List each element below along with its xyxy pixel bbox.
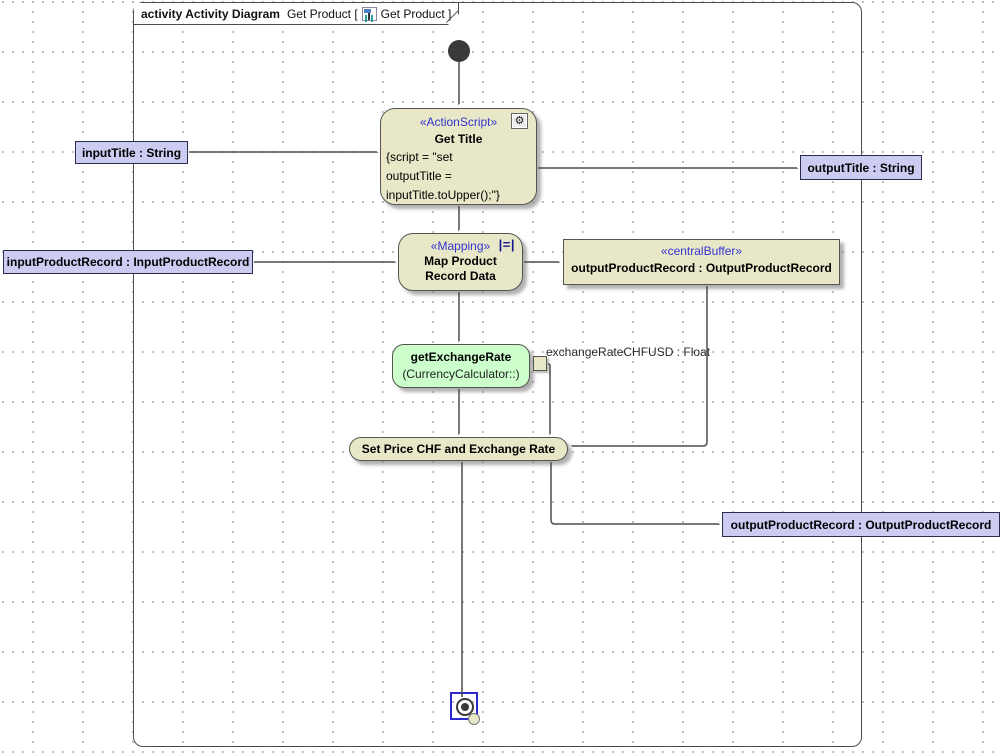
smart-manipulator-badge[interactable] [468,713,480,725]
action-name: getExchangeRate [410,350,512,364]
action-name: Get Title [434,132,483,146]
frame-keyword: activity Activity Diagram [141,6,280,21]
gear-icon: ⚙ [511,113,528,129]
diagram-title-tab[interactable]: activity Activity Diagram Get Product [ … [134,3,459,25]
mapping-icon: |=| [498,237,515,252]
script-text-line: inputTitle.toUpper();"} [386,188,500,202]
action-name: Set Price CHF and Exchange Rate [361,442,556,456]
action-qualifier: (CurrencyCalculator::) [402,367,520,381]
output-pin[interactable] [533,356,547,371]
parameter-input-product-record[interactable]: inputProductRecord : InputProductRecord [3,250,253,274]
stereotype-label: «ActionScript» [419,115,498,129]
final-node-dot [461,703,469,711]
initial-node[interactable] [448,40,470,62]
diagram-ref-name: Get Product ] [380,6,452,21]
activity-diagram-icon [362,7,377,21]
parameter-output-product-record[interactable]: outputProductRecord : OutputProductRecor… [722,512,1000,537]
selection-box[interactable] [450,692,480,725]
central-buffer-output-product-record[interactable]: «centralBuffer» outputProductRecord : Ou… [563,239,840,285]
pin-label: exchangeRateCHFUSD : Float [546,345,711,359]
stereotype-label: «centralBuffer» [660,244,743,258]
action-get-title[interactable]: «ActionScript» Get Title {script = "set … [380,108,537,205]
action-map-product-record-data[interactable]: «Mapping» Map Product Record Data |=| [398,233,523,291]
action-name-line: Map Product [424,254,497,268]
action-set-price-chf-and-exchange-rate[interactable]: Set Price CHF and Exchange Rate [349,437,568,461]
diagram-name: Get Product [ [286,6,358,21]
script-text-line: outputTitle = [386,169,452,183]
action-get-exchange-rate[interactable]: getExchangeRate (CurrencyCalculator::) [392,344,530,388]
action-name-line: Record Data [425,269,496,283]
buffer-name: outputProductRecord : OutputProductRecor… [571,261,832,275]
activity-frame[interactable] [133,2,862,747]
stereotype-label: «Mapping» [430,239,491,253]
script-text-line: {script = "set [386,150,453,164]
activity-final-node[interactable] [456,698,474,716]
parameter-output-title[interactable]: outputTitle : String [800,155,922,180]
parameter-input-title[interactable]: inputTitle : String [75,141,188,164]
